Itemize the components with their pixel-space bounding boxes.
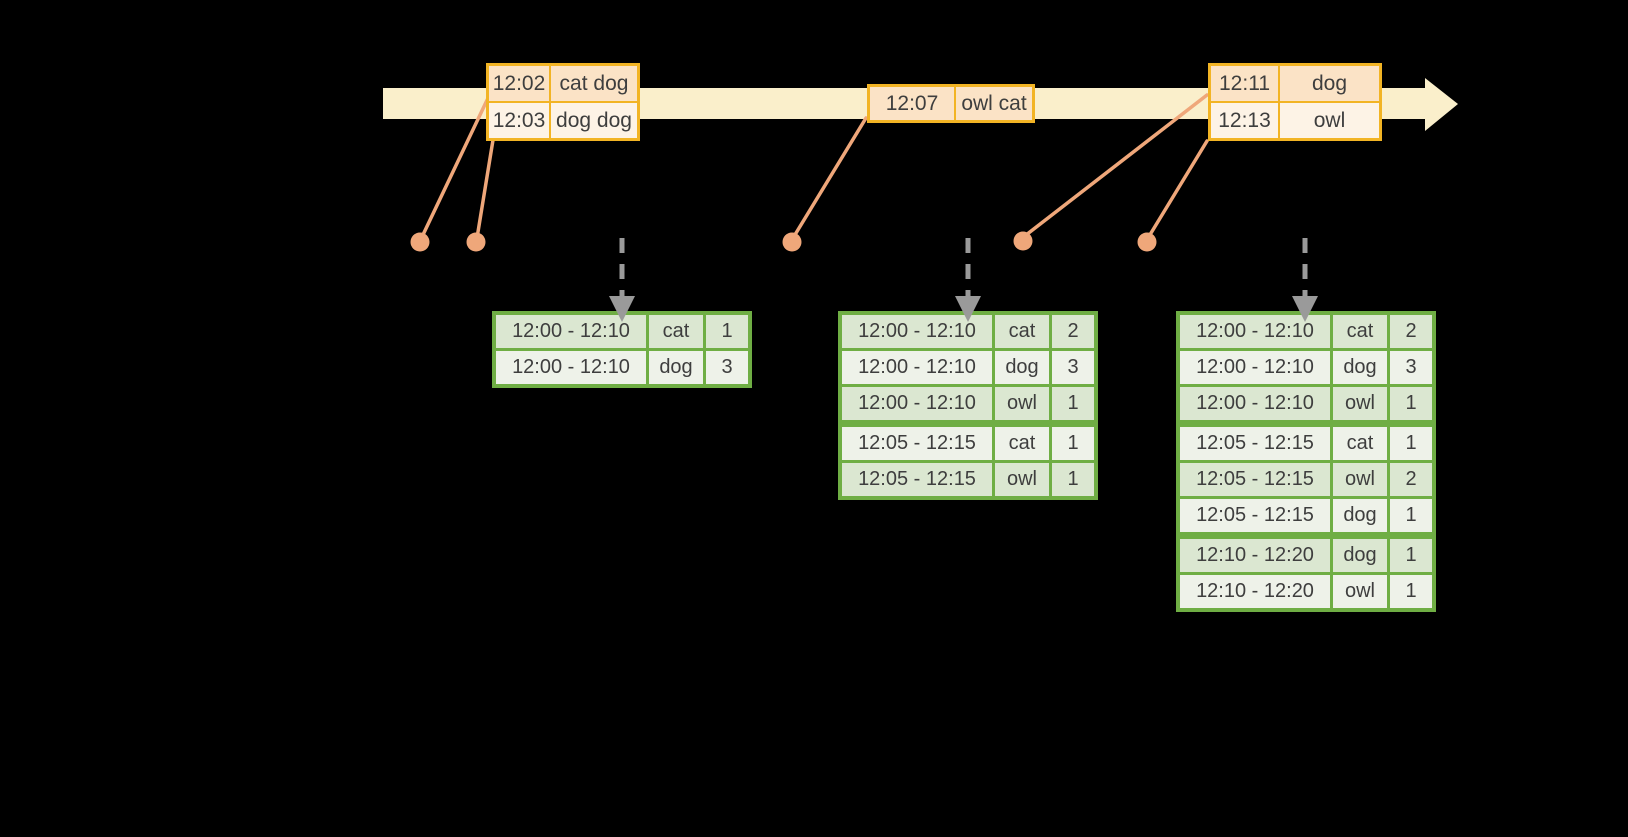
result-window-cell: 12:00 - 12:10 <box>1180 387 1330 420</box>
result-window-cell: 12:00 - 12:10 <box>842 351 992 384</box>
result-window-cell: 12:05 - 12:15 <box>842 427 992 460</box>
result-count-cell: 1 <box>1052 387 1094 420</box>
result-window-cell: 12:05 - 12:15 <box>1180 463 1330 496</box>
result-word-cell: cat <box>649 315 703 348</box>
trigger-arrow <box>1292 238 1318 322</box>
result-word-cell: owl <box>1333 387 1387 420</box>
result-count-cell: 3 <box>1390 351 1432 384</box>
event-pointer-line <box>791 116 868 240</box>
result-word-cell: dog <box>1333 539 1387 572</box>
result-word-cell: owl <box>1333 463 1387 496</box>
result-count-cell: 1 <box>1052 463 1094 496</box>
result-window-cell: 12:10 - 12:20 <box>1180 539 1330 572</box>
result-word-cell: owl <box>995 463 1049 496</box>
timeline-arrowhead-icon <box>1425 78 1458 131</box>
result-window-cell: 12:05 - 12:15 <box>1180 499 1330 532</box>
event-time-dot <box>1137 232 1157 252</box>
result-window-cell: 12:00 - 12:10 <box>842 315 992 348</box>
result-word-cell: owl <box>1333 575 1387 608</box>
result-window-cell: 12:00 - 12:10 <box>496 351 646 384</box>
result-window-cell: 12:10 - 12:20 <box>1180 575 1330 608</box>
result-word-cell: dog <box>1333 499 1387 532</box>
result-count-cell: 1 <box>1390 427 1432 460</box>
event-time-cell: 12:11 <box>1211 66 1278 101</box>
result-count-cell: 1 <box>706 315 748 348</box>
event-pointer-line <box>475 138 495 240</box>
event-time-cell: 12:07 <box>870 87 954 120</box>
event-pointer-line <box>419 94 491 241</box>
result-window-cell: 12:00 - 12:10 <box>1180 351 1330 384</box>
result-window-cell: 12:00 - 12:10 <box>842 387 992 420</box>
event-time-cell: 12:13 <box>1211 103 1278 138</box>
result-count-cell: 3 <box>706 351 748 384</box>
event-time-dot <box>466 232 486 252</box>
event-words-cell: owl cat <box>956 87 1032 120</box>
result-word-cell: cat <box>1333 315 1387 348</box>
result-count-cell: 2 <box>1390 315 1432 348</box>
result-word-cell: cat <box>995 315 1049 348</box>
result-count-cell: 3 <box>1052 351 1094 384</box>
result-count-cell: 1 <box>1052 427 1094 460</box>
result-count-cell: 1 <box>1390 539 1432 572</box>
result-word-cell: cat <box>1333 427 1387 460</box>
result-window-cell: 12:05 - 12:15 <box>842 463 992 496</box>
result-window-cell: 12:00 - 12:10 <box>1180 315 1330 348</box>
result-word-cell: cat <box>995 427 1049 460</box>
result-window-cell: 12:00 - 12:10 <box>496 315 646 348</box>
event-words-cell: dog dog <box>551 103 637 138</box>
event-time-cell: 12:03 <box>489 103 549 138</box>
result-word-cell: owl <box>995 387 1049 420</box>
event-time-dot <box>1013 231 1033 251</box>
event-pointer-line <box>1024 93 1209 237</box>
result-window-cell: 12:05 - 12:15 <box>1180 427 1330 460</box>
event-time-dot <box>782 232 802 252</box>
trigger-arrow <box>955 238 981 322</box>
result-word-cell: dog <box>649 351 703 384</box>
result-count-cell: 1 <box>1390 575 1432 608</box>
event-words-cell: owl <box>1280 103 1379 138</box>
result-count-cell: 2 <box>1052 315 1094 348</box>
result-count-cell: 1 <box>1390 387 1432 420</box>
result-count-cell: 1 <box>1390 499 1432 532</box>
event-time-cell: 12:02 <box>489 66 549 101</box>
event-pointer-line <box>1146 139 1209 240</box>
result-word-cell: dog <box>1333 351 1387 384</box>
event-words-cell: cat dog <box>551 66 637 101</box>
result-count-cell: 2 <box>1390 463 1432 496</box>
event-words-cell: dog <box>1280 66 1379 101</box>
result-word-cell: dog <box>995 351 1049 384</box>
trigger-arrow <box>609 238 635 322</box>
event-time-dot <box>410 232 430 252</box>
